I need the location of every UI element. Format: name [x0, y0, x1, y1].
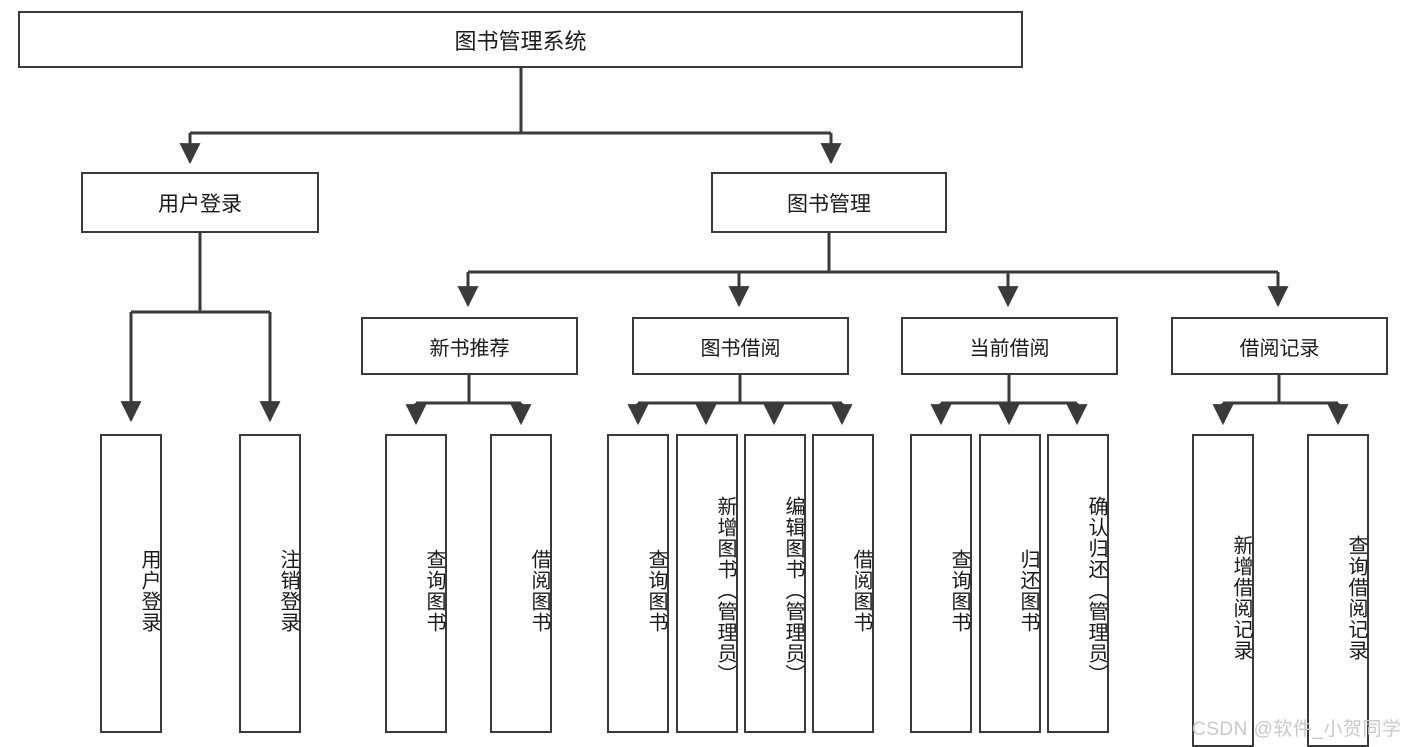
- node-label: 图书借阅: [700, 337, 781, 360]
- leaf-confirm-return-admin[interactable]: 确认归还（管理员）: [1047, 434, 1109, 733]
- node-label: 新增图书（管理员）: [714, 496, 736, 685]
- node-borrow-record[interactable]: 借阅记录: [1171, 317, 1388, 375]
- node-label: 查询图书: [645, 548, 667, 633]
- leaf-query-borrow-record[interactable]: 查询借阅记录: [1307, 434, 1369, 747]
- node-label: 用户登录: [138, 548, 160, 633]
- node-label: 借阅图书: [850, 548, 872, 633]
- node-label: 借阅图书: [528, 548, 550, 633]
- node-label: 用户登录: [158, 192, 242, 216]
- node-current-borrow[interactable]: 当前借阅: [901, 317, 1118, 375]
- node-label: 新增借阅记录: [1230, 534, 1252, 661]
- leaf-query-book-recommend[interactable]: 查询图书: [385, 434, 447, 733]
- leaf-query-book-borrow[interactable]: 查询图书: [607, 434, 669, 733]
- node-label: 注销登录: [277, 548, 299, 633]
- node-label: 确认归还（管理员）: [1085, 496, 1107, 685]
- node-label: 查询图书: [948, 548, 970, 633]
- leaf-borrow-book[interactable]: 借阅图书: [812, 434, 874, 733]
- node-label: 当前借阅: [969, 337, 1050, 360]
- leaf-edit-book-admin[interactable]: 编辑图书（管理员）: [744, 434, 806, 733]
- node-label: 查询借阅记录: [1345, 534, 1367, 661]
- node-label: 图书管理: [787, 192, 871, 216]
- node-label: 编辑图书（管理员）: [782, 496, 804, 685]
- node-root-library-system[interactable]: 图书管理系统: [18, 11, 1023, 68]
- node-label: 查询图书: [423, 548, 445, 633]
- leaf-add-borrow-record[interactable]: 新增借阅记录: [1192, 434, 1254, 747]
- node-new-book-recommend[interactable]: 新书推荐: [361, 317, 578, 375]
- leaf-return-book[interactable]: 归还图书: [979, 434, 1041, 733]
- leaf-add-book-admin[interactable]: 新增图书（管理员）: [676, 434, 738, 733]
- node-label: 借阅记录: [1239, 337, 1320, 360]
- node-label: 图书管理系统: [454, 28, 587, 54]
- leaf-query-book-current[interactable]: 查询图书: [910, 434, 972, 733]
- leaf-logout[interactable]: 注销登录: [239, 434, 301, 733]
- leaf-user-login[interactable]: 用户登录: [100, 434, 162, 733]
- node-book-borrow[interactable]: 图书借阅: [632, 317, 849, 375]
- csdn-watermark: CSDN @软件_小贺同学: [1192, 719, 1402, 740]
- node-label: 归还图书: [1017, 548, 1039, 633]
- node-book-management[interactable]: 图书管理: [711, 172, 947, 233]
- node-user-login[interactable]: 用户登录: [81, 172, 319, 233]
- leaf-borrow-book-recommend[interactable]: 借阅图书: [490, 434, 552, 733]
- node-label: 新书推荐: [429, 337, 510, 360]
